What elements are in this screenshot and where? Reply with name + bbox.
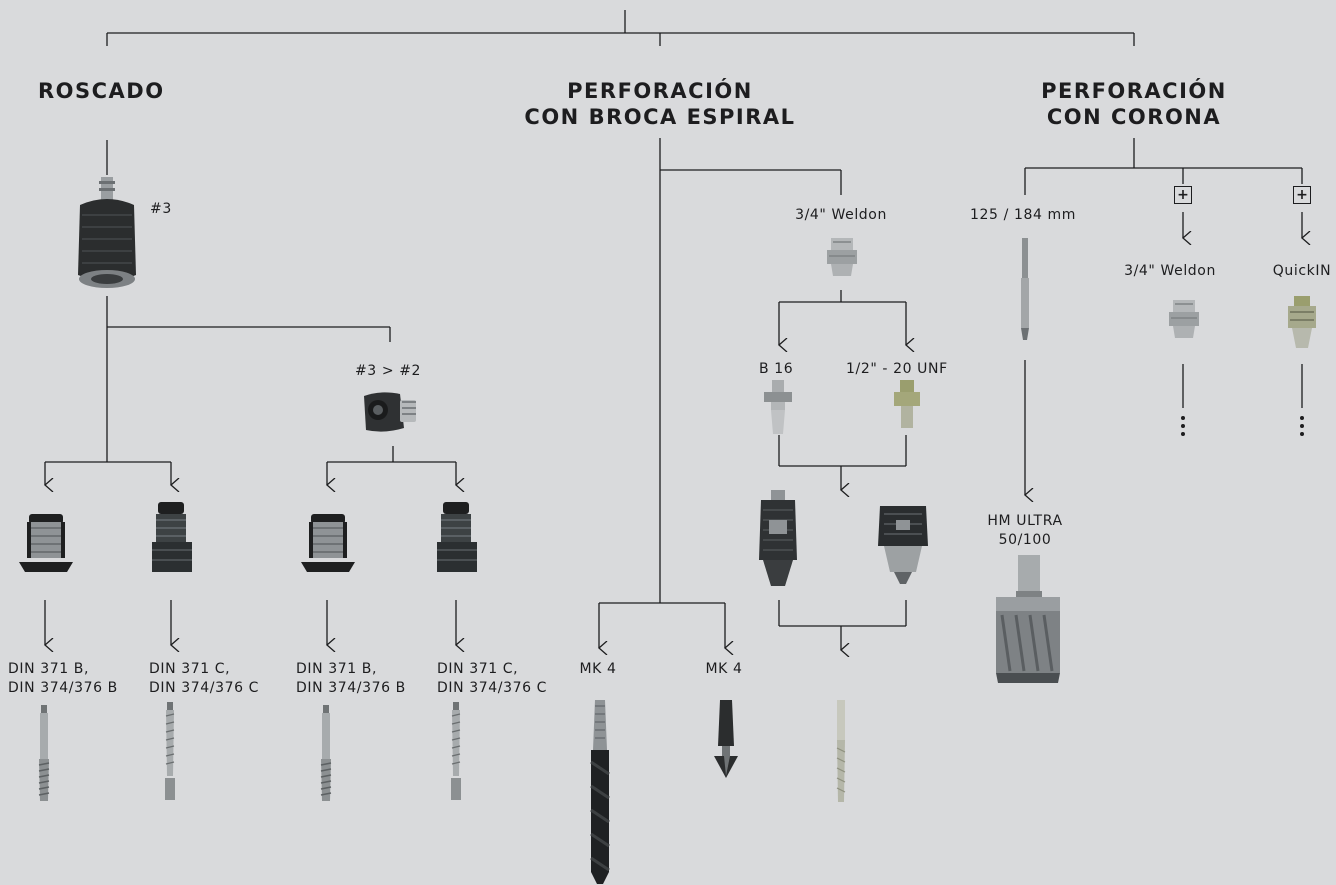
twist-drill-icon: [590, 700, 610, 884]
heading-corona: PERFORACIÓN CON CORONA: [1004, 78, 1264, 130]
label-125-184: 125 / 184 mm: [970, 207, 1076, 223]
label-b16: B 16: [759, 361, 794, 377]
label-hm-ultra-line2: 50/100: [998, 532, 1052, 548]
arbor-icon: [894, 380, 920, 428]
label-mk4-b: MK 4: [705, 661, 743, 677]
label-din-b-2-line1: DIN 371 B,: [296, 661, 378, 677]
add-option-plus-icon: +: [1293, 186, 1311, 204]
tap-icon: [165, 702, 175, 800]
quick-change-insert-c-icon: [152, 502, 192, 572]
arbor-icon: [764, 380, 792, 434]
quick-change-insert-c-icon: [437, 502, 477, 572]
label-din-b-2-line2: DIN 374/376 B: [296, 680, 406, 696]
label-din-c-1-line1: DIN 371 C,: [149, 661, 231, 677]
add-option-plus-icon: +: [1174, 186, 1192, 204]
label-din-b-1-line2: DIN 374/376 B: [8, 680, 118, 696]
quickin-shank-icon: [1288, 296, 1316, 348]
weldon-shank-icon: [1169, 300, 1199, 338]
tap-icon: [38, 705, 50, 801]
pilot-pin-icon: [836, 700, 846, 802]
label-din-c-1: DIN 371 C, DIN 374/376 C: [149, 660, 259, 698]
heading-roscado: ROSCADO: [38, 78, 178, 104]
label-din-c-2: DIN 371 C, DIN 374/376 C: [437, 660, 547, 698]
tap-icon: [451, 702, 461, 800]
label-din-c-2-line1: DIN 371 C,: [437, 661, 519, 677]
label-quickin: QuickIN: [1272, 263, 1332, 279]
label-din-b-1: DIN 371 B, DIN 374/376 B: [8, 660, 118, 698]
heading-broca-line2: CON BROCA ESPIRAL: [524, 105, 796, 129]
more-options-dots-icon: [1300, 416, 1304, 440]
tapping-chuck-icon: [78, 177, 136, 288]
heading-roscado-text: ROSCADO: [38, 79, 165, 103]
countersink-icon: [714, 700, 738, 778]
heading-broca-espiral: PERFORACIÓN CON BROCA ESPIRAL: [500, 78, 820, 130]
label-din-c-1-line2: DIN 374/376 C: [149, 680, 260, 696]
heading-corona-line1: PERFORACIÓN: [1041, 79, 1227, 103]
label-adapter-3-2: #3 > #2: [354, 363, 422, 379]
tap-icon: [320, 705, 332, 801]
core-drill-icon: [996, 555, 1060, 683]
label-din-b-2: DIN 371 B, DIN 374/376 B: [296, 660, 406, 698]
drill-chuck-icon: [878, 506, 928, 584]
more-options-dots-icon: [1181, 416, 1185, 440]
reduction-adapter-icon: [364, 392, 416, 432]
label-weldon-34-b: 3/4" Weldon: [1124, 263, 1216, 279]
weldon-shank-icon: [827, 238, 857, 276]
label-hm-ultra: HM ULTRA 50/100: [987, 512, 1062, 550]
quick-change-insert-b-icon: [301, 514, 355, 572]
heading-broca-line1: PERFORACIÓN: [567, 79, 753, 103]
label-unf: 1/2" - 20 UNF: [846, 361, 948, 377]
quick-change-insert-b-icon: [19, 514, 73, 572]
label-size-3: #3: [150, 201, 172, 217]
label-hm-ultra-line1: HM ULTRA: [987, 513, 1063, 529]
pilot-pin-icon: [1021, 238, 1029, 340]
label-din-c-2-line2: DIN 374/376 C: [437, 680, 548, 696]
label-din-b-1-line1: DIN 371 B,: [8, 661, 90, 677]
heading-corona-line2: CON CORONA: [1046, 105, 1222, 129]
label-weldon-34: 3/4" Weldon: [795, 207, 887, 223]
drill-chuck-icon: [759, 490, 797, 586]
label-mk4-a: MK 4: [579, 661, 617, 677]
